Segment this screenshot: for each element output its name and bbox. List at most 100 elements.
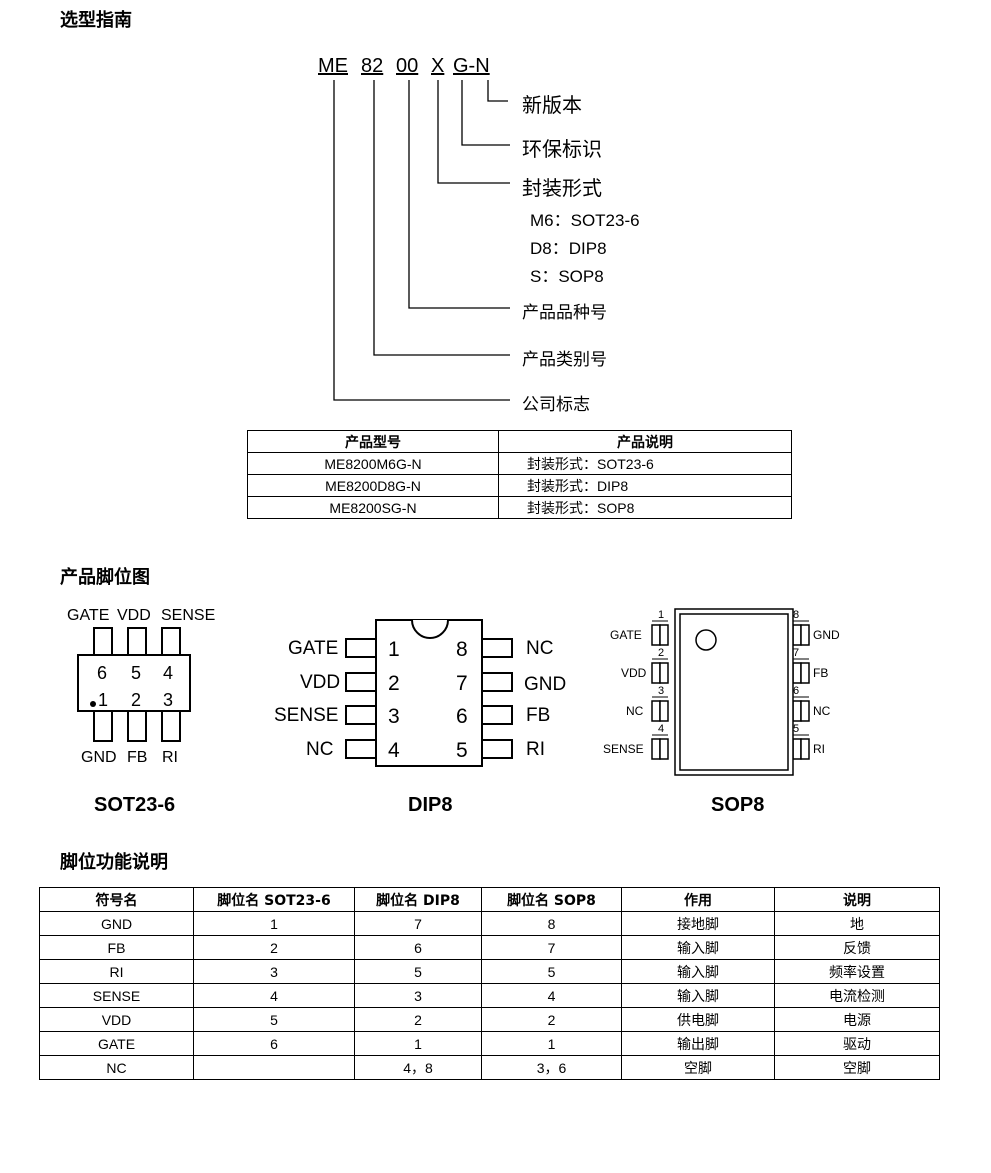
cell-symbol: VDD bbox=[39, 1007, 194, 1032]
sop8-pin-5b bbox=[800, 738, 810, 760]
cell-description: 驱动 bbox=[774, 1031, 940, 1056]
dip8-body bbox=[375, 619, 483, 767]
table-header-cell: 脚位名 SOP8 bbox=[481, 887, 622, 912]
cell-dip8: 5 bbox=[354, 959, 482, 984]
sot23-pin-2 bbox=[127, 710, 147, 742]
table-header-row: 符号名 脚位名 SOT23-6 脚位名 DIP8 脚位名 SOP8 作用 说明 bbox=[39, 887, 940, 912]
label-category: 产品类别号 bbox=[522, 350, 607, 370]
table-header-cell: 符号名 bbox=[39, 887, 194, 912]
sop8-left-label-gate: GATE bbox=[610, 628, 642, 642]
table-row: ME8200M6G-N 封装形式：SOT23-6 bbox=[247, 452, 792, 475]
table-header-cell: 脚位名 DIP8 bbox=[354, 887, 482, 912]
code-segment-00: 00 bbox=[396, 55, 419, 77]
sot23-pin-3 bbox=[161, 710, 181, 742]
dip8-num-3: 3 bbox=[388, 705, 400, 728]
sot23-num-2: 2 bbox=[131, 690, 141, 710]
dip8-right-label-fb: FB bbox=[526, 705, 550, 726]
cell-symbol: GND bbox=[39, 911, 194, 936]
desc-package: DIP8 bbox=[597, 477, 629, 494]
dip8-pin-2 bbox=[345, 672, 379, 692]
table-header-cell: 说明 bbox=[774, 887, 940, 912]
sop8-num-5: 5 bbox=[793, 723, 799, 735]
sot23-num-5: 5 bbox=[131, 663, 141, 683]
sop8-pin1-mark bbox=[695, 629, 717, 651]
cell-dip8: 2 bbox=[354, 1007, 482, 1032]
cell-sop8: 1 bbox=[481, 1031, 622, 1056]
dip8-diagram: GATE VDD SENSE NC 1 2 3 4 8 7 6 5 NC GND… bbox=[274, 619, 566, 767]
sot23-num-6: 6 bbox=[97, 663, 107, 683]
table-row: ME8200SG-N 封装形式：SOP8 bbox=[247, 496, 792, 519]
selection-table: 产品型号 产品说明 ME8200M6G-N 封装形式：SOT23-6 ME820… bbox=[247, 430, 792, 519]
table-row: ME8200D8G-N 封装形式：DIP8 bbox=[247, 474, 792, 497]
table-header-row: 产品型号 产品说明 bbox=[247, 430, 792, 453]
dip8-pin-5 bbox=[479, 739, 513, 759]
sot23-top-label-gate: GATE bbox=[67, 607, 109, 624]
cell-description: 电流检测 bbox=[774, 983, 940, 1008]
table-cell-model: ME8200SG-N bbox=[247, 496, 499, 519]
cell-symbol: NC bbox=[39, 1055, 194, 1080]
desc-prefix: 封装形式： bbox=[527, 500, 597, 517]
desc-prefix: 封装形式： bbox=[527, 456, 597, 473]
cell-symbol: RI bbox=[39, 959, 194, 984]
cell-dip8: 6 bbox=[354, 935, 482, 960]
caption-dip8: DIP8 bbox=[408, 794, 453, 816]
sot23-bottom-label-fb: FB bbox=[127, 749, 147, 766]
sop8-pin-2b bbox=[659, 662, 669, 684]
sop8-pin-4a bbox=[651, 738, 661, 760]
dip8-num-4: 4 bbox=[388, 739, 400, 762]
label-pkg-m6: M6：SOT23-6 bbox=[530, 211, 640, 230]
table-cell-description: 封装形式：SOP8 bbox=[498, 496, 792, 519]
label-new-version: 新版本 bbox=[522, 93, 582, 117]
sop8-right-label-ri: RI bbox=[813, 742, 825, 756]
sop8-right-label-gnd: GND bbox=[813, 628, 840, 642]
sop8-num-1: 1 bbox=[658, 609, 664, 621]
sop8-right-label-nc: NC bbox=[813, 704, 831, 718]
dip8-pin-6 bbox=[479, 705, 513, 725]
section-heading-pin-function: 脚位功能说明 bbox=[60, 852, 168, 873]
sop8-num-3: 3 bbox=[658, 685, 664, 697]
dip8-num-8: 8 bbox=[456, 638, 468, 661]
cell-sop8: 8 bbox=[481, 911, 622, 936]
table-header-cell: 脚位名 SOT23-6 bbox=[193, 887, 355, 912]
label-eco: 环保标识 bbox=[522, 137, 602, 161]
dip8-num-2: 2 bbox=[388, 672, 400, 695]
dip8-left-label-vdd: VDD bbox=[300, 672, 340, 693]
cell-dip8: 4，8 bbox=[354, 1055, 482, 1080]
sop8-pin-3b bbox=[659, 700, 669, 722]
dip8-pin-3 bbox=[345, 705, 379, 725]
sop8-pin-3a bbox=[651, 700, 661, 722]
sop8-pin-6b bbox=[800, 700, 810, 722]
desc-package: SOP8 bbox=[597, 499, 635, 516]
dip8-left-label-sense: SENSE bbox=[274, 705, 338, 726]
cell-sot23: 6 bbox=[193, 1031, 355, 1056]
sop8-diagram: 1 2 3 4 8 7 6 5 GATE VDD NC SENSE GND FB… bbox=[603, 608, 840, 776]
cell-sot23: 2 bbox=[193, 935, 355, 960]
code-connector-lines bbox=[333, 80, 510, 401]
pin1-dot bbox=[90, 701, 96, 707]
label-pkg-s: S：SOP8 bbox=[530, 267, 604, 286]
sot23-6-diagram: GATE VDD SENSE 6 5 4 1 2 3 GND FB RI bbox=[67, 607, 215, 766]
sop8-right-label-fb: FB bbox=[813, 666, 828, 680]
sop8-left-label-nc: NC bbox=[626, 704, 644, 718]
cell-description: 电源 bbox=[774, 1007, 940, 1032]
dip8-num-7: 7 bbox=[456, 672, 468, 695]
dip8-right-label-ri: RI bbox=[526, 739, 545, 760]
cell-sop8: 2 bbox=[481, 1007, 622, 1032]
sop8-pin-2a bbox=[651, 662, 661, 684]
dip8-num-5: 5 bbox=[456, 739, 468, 762]
sot23-pin-4 bbox=[161, 627, 181, 659]
dip8-num-6: 6 bbox=[456, 705, 468, 728]
section-heading-pin-diagram: 产品脚位图 bbox=[60, 567, 150, 588]
cell-symbol: GATE bbox=[39, 1031, 194, 1056]
sot23-top-label-sense: SENSE bbox=[161, 607, 215, 624]
desc-package: SOT23-6 bbox=[597, 455, 654, 472]
label-pkg-d8: D8：DIP8 bbox=[530, 239, 607, 258]
sop8-left-label-sense: SENSE bbox=[603, 742, 644, 756]
